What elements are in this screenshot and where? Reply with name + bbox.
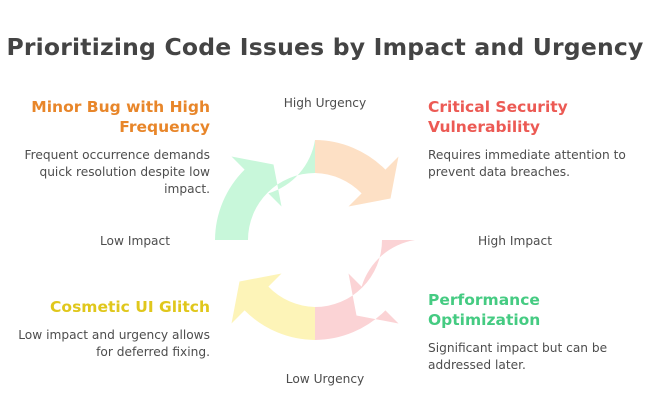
quadrant-top-left-body: Frequent occurrence demands quick resolu… — [24, 147, 210, 197]
quadrant-bottom-left: Cosmetic UI Glitch Low impact and urgenc… — [18, 298, 210, 361]
axis-label-high-urgency: High Urgency — [283, 96, 367, 110]
cycle-diagram — [210, 135, 420, 345]
quadrant-bottom-left-body: Low impact and urgency allows for deferr… — [18, 327, 210, 360]
quadrant-top-left-heading: Minor Bug with High Frequency — [31, 98, 210, 136]
cycle-segment-bottom-right-arrow — [315, 240, 415, 340]
axis-label-high-impact: High Impact — [477, 234, 553, 248]
cycle-segment-top-left-arrow — [215, 140, 315, 240]
quadrant-bottom-right-body: Significant impact but can be addressed … — [428, 340, 608, 372]
quadrant-top-right-body: Requires immediate attention to prevent … — [428, 147, 626, 179]
page-title: Prioritizing Code Issues by Impact and U… — [6, 33, 644, 61]
quadrant-top-right: Critical Security Vulnerability Requires… — [428, 98, 626, 181]
cycle-segment-bottom-left-arrow — [231, 273, 315, 340]
quadrant-bottom-right-heading: Performance Optimization — [428, 291, 541, 329]
axis-label-low-impact: Low Impact — [99, 234, 171, 248]
cycle-segment-top-right-arrow — [315, 140, 399, 207]
quadrant-top-right-heading: Critical Security Vulnerability — [428, 98, 568, 136]
quadrant-bottom-right: Performance Optimization Significant imp… — [428, 291, 626, 374]
axis-label-low-urgency: Low Urgency — [285, 372, 365, 386]
cycle-diagram-svg — [215, 140, 415, 340]
quadrant-bottom-left-heading: Cosmetic UI Glitch — [50, 298, 210, 316]
quadrant-top-left: Minor Bug with High Frequency Frequent o… — [18, 98, 210, 199]
